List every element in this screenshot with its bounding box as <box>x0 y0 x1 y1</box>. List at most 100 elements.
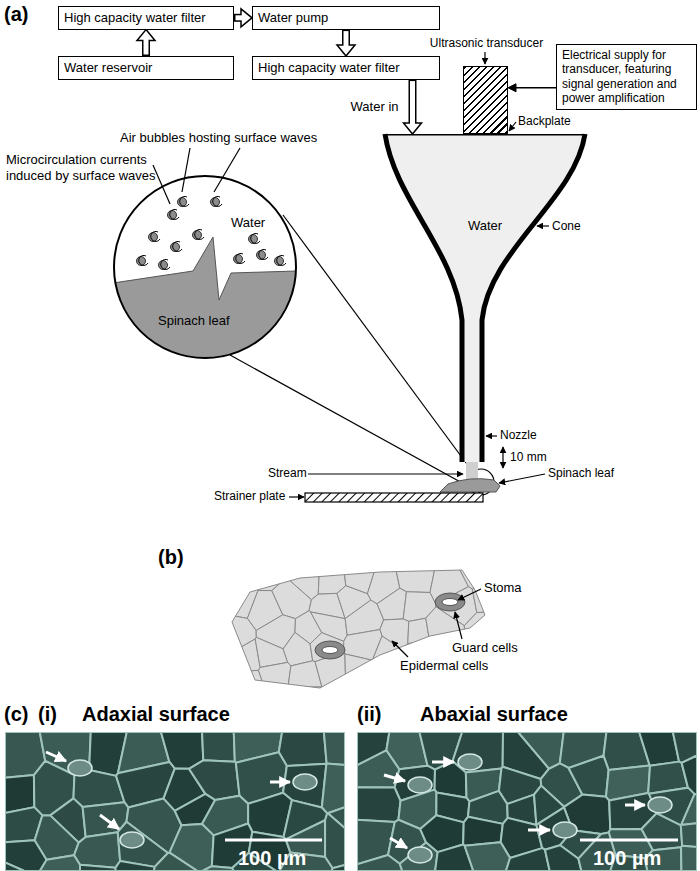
div-element: Stream <box>268 466 307 480</box>
micrograph-stoma-part <box>408 847 432 863</box>
epidermal-cell <box>322 682 352 695</box>
inset-border <box>114 176 296 358</box>
epidermal-cell-pattern <box>225 565 550 695</box>
scale-bar-part <box>225 839 322 842</box>
micrograph-stoma <box>68 754 672 863</box>
pointer-arrows <box>46 752 645 848</box>
pointer-arrows-part <box>46 752 66 761</box>
epidermal-cell <box>521 565 550 597</box>
div-element: (c) <box>4 702 28 726</box>
micrograph-stoma-part <box>553 822 577 838</box>
microcurrent-curl <box>236 253 245 263</box>
leader-lines-part <box>537 225 549 226</box>
micrograph-cell <box>453 732 503 773</box>
backplate <box>385 134 585 136</box>
arrow-body <box>344 31 349 47</box>
stoma-symbol-part <box>435 593 465 611</box>
leader-lines-part <box>182 148 190 192</box>
stoma-symbol-part <box>315 641 345 659</box>
epidermal-cell <box>372 636 402 672</box>
epidermal-cell <box>367 672 396 695</box>
scale-label: 100 µm <box>238 846 306 870</box>
epidermal-cell <box>258 662 290 694</box>
leader-lines-part <box>214 148 240 192</box>
part-label: Stoma <box>484 580 522 596</box>
leader-lines-part <box>499 474 545 483</box>
leader-lines-part <box>502 447 503 468</box>
epidermal-cell <box>460 683 498 695</box>
div-element: Backplate <box>518 114 571 128</box>
microcurrent-curl <box>139 255 148 265</box>
epidermal-cell <box>496 591 534 620</box>
inset-outline <box>113 175 297 359</box>
micrograph-stoma-part <box>458 754 482 770</box>
micrograph-cell <box>681 823 697 847</box>
epidermal-cell <box>426 607 465 642</box>
epidermal-cell <box>352 685 374 695</box>
epidermal-cell <box>521 640 550 677</box>
micrograph-cell <box>357 787 401 822</box>
panel-title: Adaxial surface <box>82 702 230 726</box>
epidermal-cell <box>284 687 323 695</box>
micrograph-cell <box>203 866 234 871</box>
process-box: Water pump <box>252 6 440 30</box>
epidermal-cell <box>530 612 550 648</box>
stoma-symbol-part <box>322 647 338 654</box>
cone-outline <box>385 134 585 462</box>
div-element: Water in <box>351 99 399 115</box>
arrow-body <box>236 15 244 20</box>
process-box: High capacity water filter <box>252 56 440 80</box>
node-text: Water reservoir <box>64 60 228 76</box>
pointer-arrows-part <box>100 815 119 829</box>
scale-bar <box>225 839 678 842</box>
microcurrent-curl <box>180 196 189 206</box>
micrograph-cell <box>74 832 120 868</box>
epidermal-cell <box>530 589 550 614</box>
micrograph-cell <box>518 732 564 769</box>
div-element: (b) <box>158 545 184 569</box>
subpanel-number: (ii) <box>357 702 381 726</box>
callout-label: Microcirculation currents induced by sur… <box>6 152 176 183</box>
pointer-arrows-part <box>528 829 550 832</box>
part-label: Epidermal cells <box>400 658 488 674</box>
pointer-arrows-part <box>270 781 290 784</box>
node-text: High capacity water filter <box>64 10 228 26</box>
micrograph-stoma-part <box>408 777 432 793</box>
flow-arrow <box>234 9 252 27</box>
subpanel-number: (i) <box>38 702 57 726</box>
dimension-label: 10 mm <box>510 450 547 464</box>
micrograph-cell <box>35 815 79 859</box>
cone-wall <box>385 134 462 462</box>
micrograph-stoma-part <box>648 797 672 813</box>
div-element: Adaxial surface <box>82 702 230 726</box>
leader-lines-part <box>486 435 497 436</box>
flow-arrow <box>337 30 355 56</box>
div-element: Air bubbles hosting surface waves <box>120 130 317 146</box>
scale-bar-part <box>580 839 678 842</box>
leaf-tissue <box>113 237 297 359</box>
div-element: Nozzle <box>500 428 537 442</box>
leader-lines-part <box>509 122 516 131</box>
cone-water <box>385 134 585 462</box>
micrograph-cells <box>357 732 697 871</box>
micrograph-cell <box>506 848 550 871</box>
epidermal-cell <box>500 664 533 690</box>
micrograph-cell <box>545 845 581 871</box>
cone-wall <box>482 134 585 462</box>
arrow-body <box>410 81 415 125</box>
micrograph-cell <box>465 842 510 871</box>
part-label: Stream <box>268 466 307 480</box>
cone-shape: Water <box>385 134 585 462</box>
part-label: Guard cells <box>452 640 518 656</box>
epidermal-cell <box>225 565 249 594</box>
node-text: Electrical supply for transducer, featur… <box>562 48 691 106</box>
div-element: 100 µm <box>238 846 306 870</box>
micrograph-cell <box>154 853 198 871</box>
transducer-block: Ultrasonic transducer <box>463 66 508 134</box>
leader-lines-part <box>392 641 408 657</box>
epidermal-cell <box>225 674 254 695</box>
div-element: Microcirculation currents induced by sur… <box>6 152 176 183</box>
micrograph-cell <box>357 855 402 871</box>
epidermal-cell <box>532 657 550 685</box>
